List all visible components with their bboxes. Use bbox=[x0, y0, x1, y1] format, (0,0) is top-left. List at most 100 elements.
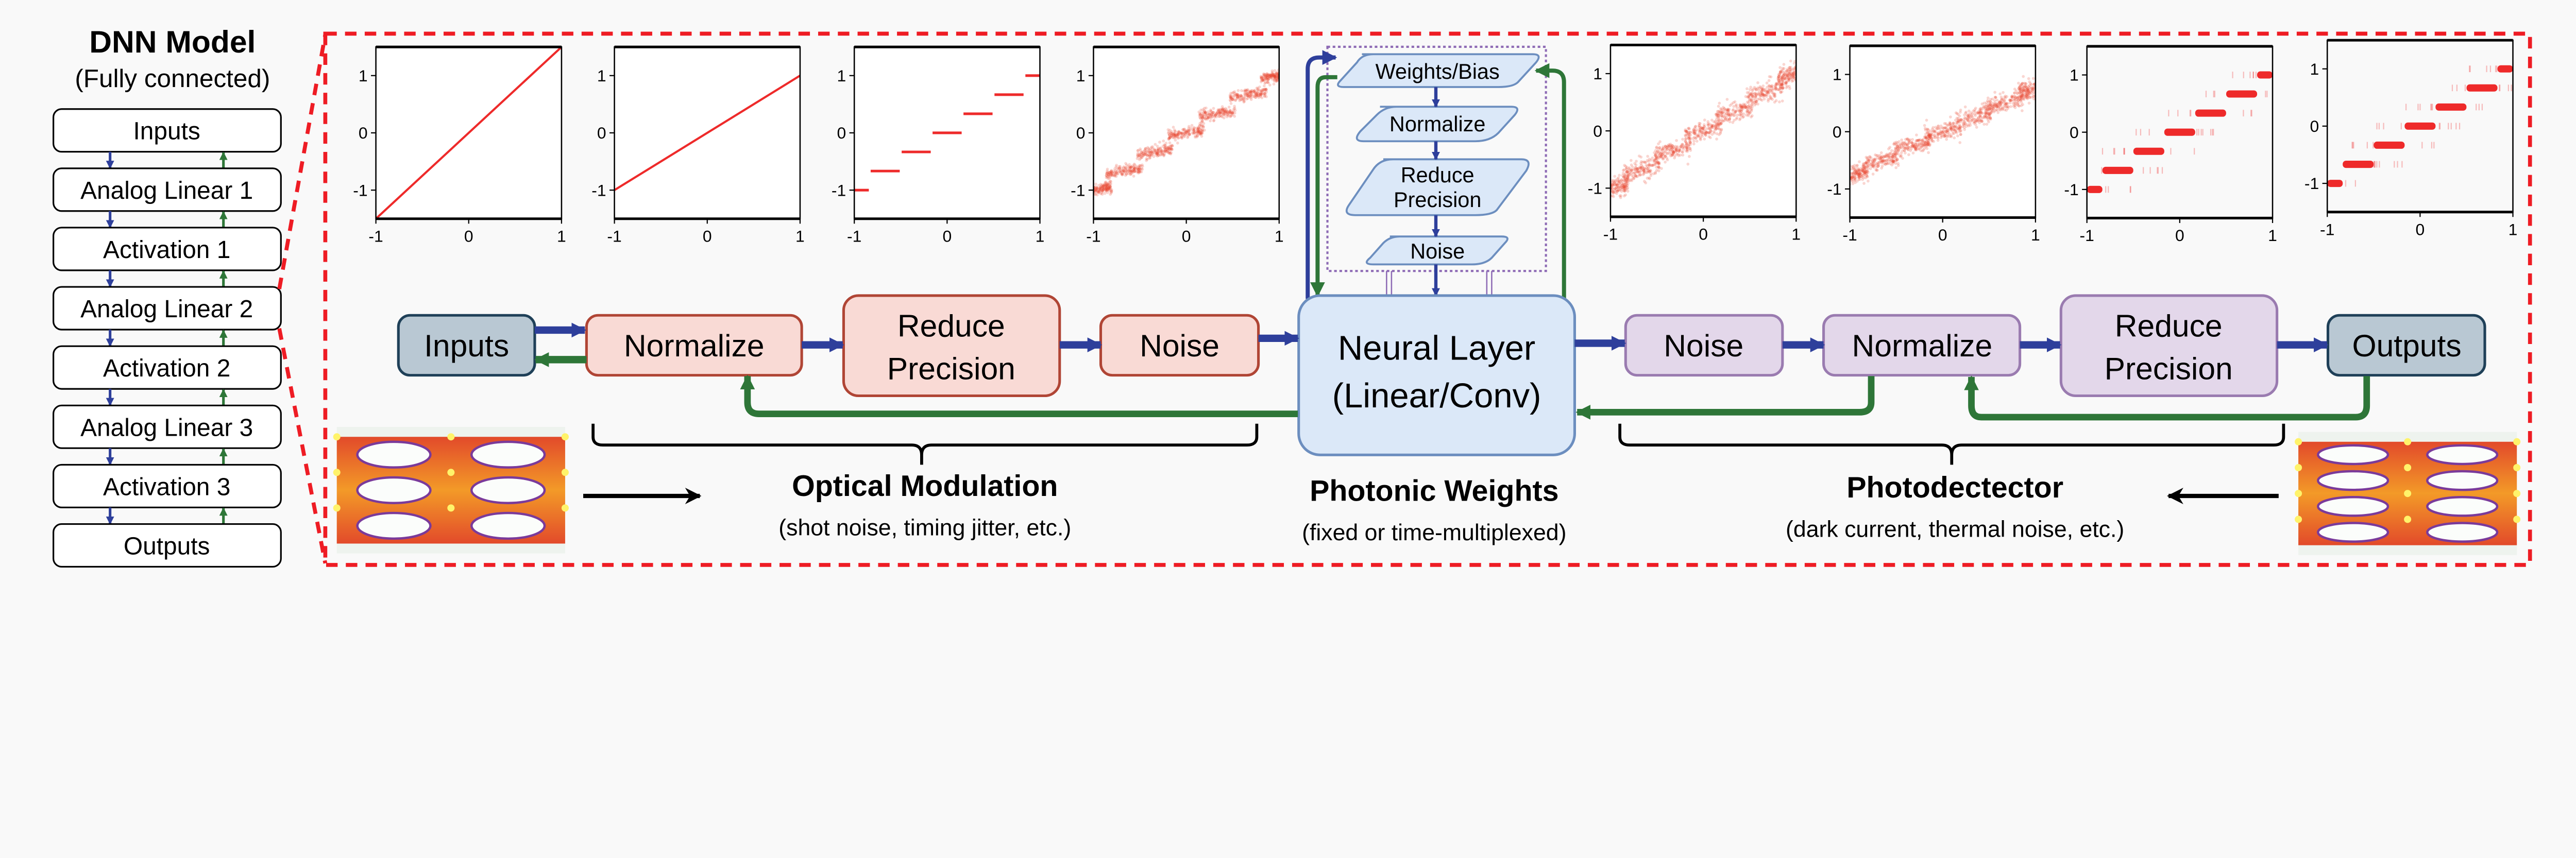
layer-box[interactable] bbox=[53, 523, 282, 568]
scatter-point bbox=[1165, 148, 1169, 151]
scatter-point bbox=[1121, 173, 1125, 176]
scatter-point bbox=[1132, 165, 1136, 169]
layer-box[interactable] bbox=[53, 345, 282, 390]
scatter-point bbox=[1772, 94, 1776, 98]
scatter-point bbox=[1097, 184, 1100, 187]
scatter-point bbox=[2374, 161, 2376, 168]
scatter-point bbox=[1741, 116, 1744, 119]
scatter-point bbox=[1152, 155, 1156, 158]
layer-box[interactable] bbox=[53, 227, 282, 271]
scatter-point bbox=[2038, 91, 2041, 94]
scatter-point bbox=[1761, 88, 1765, 91]
scatter-point bbox=[1624, 193, 1628, 197]
scatter-point bbox=[1200, 129, 1204, 132]
scatter-point bbox=[1855, 173, 1858, 176]
scatter-point bbox=[1182, 134, 1186, 138]
scatter-point bbox=[1992, 103, 1996, 107]
scatter-point bbox=[1923, 143, 1927, 146]
neural-layer-node[interactable] bbox=[1297, 294, 1576, 456]
dnn-model-subtitle: (Fully connected) bbox=[75, 64, 270, 93]
scatter-point bbox=[2394, 161, 2395, 168]
weights-reduce-precision-node[interactable] bbox=[1345, 158, 1530, 216]
layer-box[interactable] bbox=[53, 404, 282, 449]
scatter-point bbox=[1779, 91, 1783, 94]
scatter-point bbox=[1722, 114, 1725, 118]
scatter-point bbox=[1786, 74, 1790, 78]
scatter-point bbox=[2005, 95, 2009, 98]
scatter-point bbox=[1173, 132, 1176, 135]
scatter-point bbox=[1664, 144, 1667, 148]
scatter-point bbox=[2024, 85, 2028, 89]
scatter-point bbox=[1923, 124, 1926, 127]
scatter-point bbox=[1798, 76, 1801, 79]
layer-box[interactable] bbox=[53, 167, 282, 212]
scatter-point bbox=[1648, 170, 1651, 173]
scatter-point bbox=[1721, 111, 1724, 114]
scatter-point bbox=[1624, 184, 1628, 187]
scatter-point bbox=[2013, 96, 2017, 99]
scatter-point bbox=[1261, 88, 1264, 91]
scatter-point bbox=[1685, 143, 1688, 147]
scatter-point bbox=[1653, 158, 1656, 162]
inputs-label: Inputs bbox=[424, 328, 509, 363]
scatter-point bbox=[1715, 118, 1718, 121]
scatter-point bbox=[1760, 90, 1763, 93]
scatter-point bbox=[1212, 119, 1215, 123]
scatter-point bbox=[1878, 157, 1881, 160]
scatter-point bbox=[1112, 169, 1115, 173]
scatter-point bbox=[2212, 129, 2213, 136]
scatter-point bbox=[1998, 102, 2002, 106]
scatter-point bbox=[1891, 160, 1894, 163]
scatter-point bbox=[1639, 162, 1642, 165]
scatter-point bbox=[1861, 163, 1865, 166]
scatter-point bbox=[1687, 132, 1690, 136]
scatter-point bbox=[1782, 63, 1786, 66]
scatter-point bbox=[1926, 135, 1929, 139]
scatter-point bbox=[1657, 142, 1660, 146]
weights-normalize-node[interactable] bbox=[1355, 106, 1519, 143]
scatter-point bbox=[1952, 122, 1955, 125]
weights-noise-node[interactable] bbox=[1365, 235, 1509, 266]
scatter-point bbox=[1174, 130, 1177, 133]
scatter-point bbox=[1264, 76, 1267, 80]
scatter-point bbox=[1787, 84, 1791, 88]
scatter-point bbox=[2009, 99, 2012, 102]
scatter-point bbox=[2026, 92, 2029, 95]
scatter-point bbox=[2032, 83, 2036, 86]
scatter-point bbox=[1618, 184, 1621, 188]
scatter-point bbox=[2018, 94, 2022, 97]
weights-bias-node[interactable] bbox=[1337, 53, 1540, 88]
scatter-point bbox=[1164, 147, 1168, 151]
scatter-point bbox=[1099, 188, 1103, 192]
layer-box[interactable] bbox=[53, 286, 282, 331]
scatter-point bbox=[1239, 94, 1243, 97]
scatter-point bbox=[2029, 82, 2032, 85]
scatter-point bbox=[1684, 140, 1687, 143]
scatter-point bbox=[1792, 75, 1795, 79]
scatter-point bbox=[1236, 89, 1240, 92]
scatter-point bbox=[1191, 131, 1194, 134]
layer-box[interactable] bbox=[53, 108, 282, 153]
scatter-point bbox=[1984, 107, 1988, 111]
scatter-point bbox=[1879, 159, 1883, 162]
inputs-node[interactable] bbox=[397, 314, 536, 377]
scatter-point bbox=[1657, 162, 1661, 166]
scatter-point bbox=[1979, 118, 1983, 122]
scatter-point bbox=[1255, 91, 1259, 95]
scatter-point bbox=[1280, 80, 1283, 83]
scatter-point bbox=[1625, 176, 1629, 179]
scatter-point bbox=[1873, 163, 1876, 166]
scatter-point bbox=[1188, 132, 1191, 135]
scatter-point bbox=[1687, 136, 1690, 140]
scatter-point bbox=[1955, 131, 1958, 134]
scatter-point bbox=[1106, 175, 1109, 179]
scatter-point bbox=[2322, 161, 2323, 168]
scatter-point bbox=[1662, 151, 1665, 155]
scatter-point bbox=[2025, 88, 2029, 91]
scatter-point bbox=[1658, 155, 1662, 159]
layer-box[interactable] bbox=[53, 464, 282, 508]
scatter-point bbox=[1281, 74, 1284, 77]
scatter-point bbox=[1912, 145, 1916, 149]
scatter-point bbox=[1744, 95, 1748, 98]
scatter-point bbox=[2405, 104, 2407, 111]
